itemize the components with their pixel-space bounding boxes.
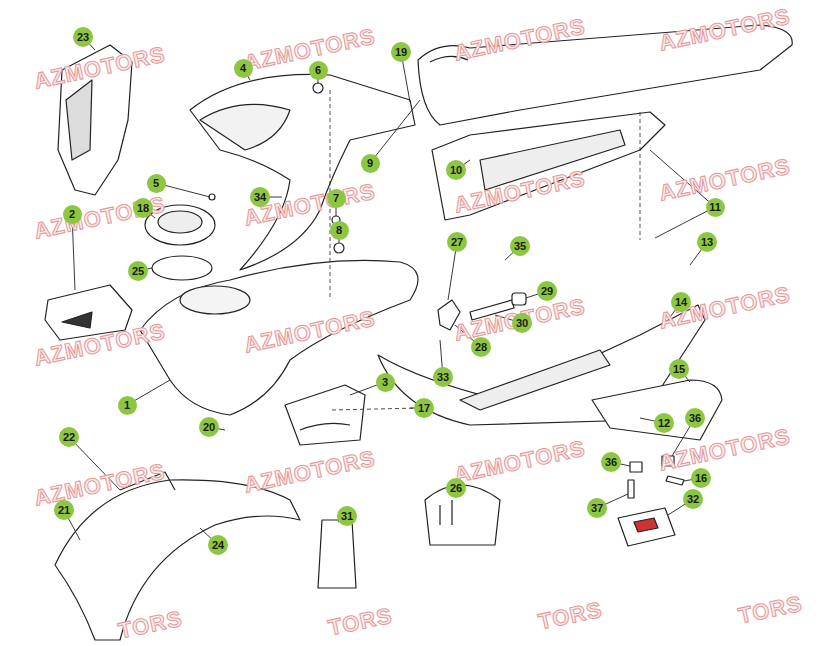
callout-text: 32 [687, 494, 699, 505]
callout-text: 12 [658, 418, 670, 429]
callout-text: 4 [240, 63, 246, 74]
callout-text: 18 [137, 203, 149, 214]
callout-number: 37 [587, 498, 607, 518]
callout-number: 5 [147, 174, 166, 193]
callout-text: 36 [689, 413, 701, 424]
callout-number: 10 [446, 160, 466, 180]
callout-number: 22 [59, 427, 79, 447]
callout-text: 19 [395, 47, 407, 58]
callout-number: 27 [447, 232, 467, 252]
callout-number: 8 [330, 221, 349, 240]
callout-number: 21 [54, 500, 74, 520]
callout-text: 22 [63, 432, 75, 443]
callout-number: 25 [128, 261, 148, 281]
callout-text: 9 [367, 158, 373, 169]
callout-text: 17 [418, 403, 430, 414]
callout-text: 30 [516, 318, 528, 329]
callout-text: 8 [336, 225, 342, 236]
callout-number: 31 [337, 506, 357, 526]
callout-text: 15 [673, 364, 685, 375]
callout-number: 36 [601, 452, 621, 472]
callout-number: 29 [537, 281, 557, 301]
callout-text: 29 [541, 286, 553, 297]
callout-text: 31 [341, 511, 353, 522]
watermark: TORS [736, 591, 805, 630]
callout-number: 13 [697, 232, 717, 252]
callout-number: 23 [73, 27, 93, 47]
watermark: TORS [536, 597, 605, 636]
watermark: AZMOTORS [242, 445, 378, 498]
callout-text: 16 [695, 473, 707, 484]
callout-number: 30 [512, 313, 532, 333]
callout-number: 14 [671, 292, 691, 312]
callout-number: 11 [706, 198, 725, 217]
callout-text: 25 [132, 266, 144, 277]
callout-text: 35 [514, 241, 526, 252]
watermark: AZMOTORS [452, 435, 588, 488]
callout-text: 11 [709, 202, 721, 213]
callout-text: 24 [212, 540, 224, 551]
callout-number: 18 [133, 198, 153, 218]
callout-number: 12 [654, 413, 674, 433]
callout-text: 21 [58, 505, 70, 516]
callout-text: 7 [333, 193, 339, 204]
callout-text: 27 [451, 237, 463, 248]
callout-text: 1 [124, 400, 130, 411]
callout-number: 17 [414, 398, 434, 418]
callout-number: 9 [361, 154, 380, 173]
callout-text: 34 [254, 192, 266, 203]
callout-number: 33 [433, 367, 453, 387]
callout-number: 15 [669, 359, 689, 379]
callout-text: 5 [153, 178, 159, 189]
callout-number: 7 [327, 189, 346, 208]
callout-text: 20 [203, 422, 215, 433]
callout-number: 6 [309, 61, 328, 80]
callout-number: 35 [510, 236, 530, 256]
callout-text: 3 [382, 377, 388, 388]
callout-number: 3 [376, 373, 395, 392]
callout-text: 23 [77, 32, 89, 43]
callout-text: 37 [591, 503, 603, 514]
callout-number: 24 [208, 535, 228, 555]
callout-text: 36 [605, 457, 617, 468]
callout-text: 6 [315, 65, 321, 76]
callout-number: 16 [691, 468, 711, 488]
callout-text: 10 [450, 165, 462, 176]
callout-number: 19 [391, 42, 411, 62]
callout-number: 36 [685, 408, 705, 428]
callout-text: 13 [701, 237, 713, 248]
callout-number: 34 [250, 187, 270, 207]
callout-number: 1 [118, 396, 137, 415]
callout-text: 14 [675, 297, 687, 308]
callout-number: 32 [683, 489, 703, 509]
callout-number: 26 [446, 478, 466, 498]
callout-text: 33 [437, 372, 449, 383]
callout-text: 28 [475, 342, 487, 353]
callout-number: 20 [199, 417, 219, 437]
callout-number: 4 [234, 59, 253, 78]
callout-number: 28 [471, 337, 491, 357]
callout-number: 2 [63, 205, 82, 224]
callout-text: 26 [450, 483, 462, 494]
watermark: TORS [326, 603, 395, 642]
callout-text: 2 [69, 209, 75, 220]
watermark: AZMOTORS [657, 153, 793, 206]
